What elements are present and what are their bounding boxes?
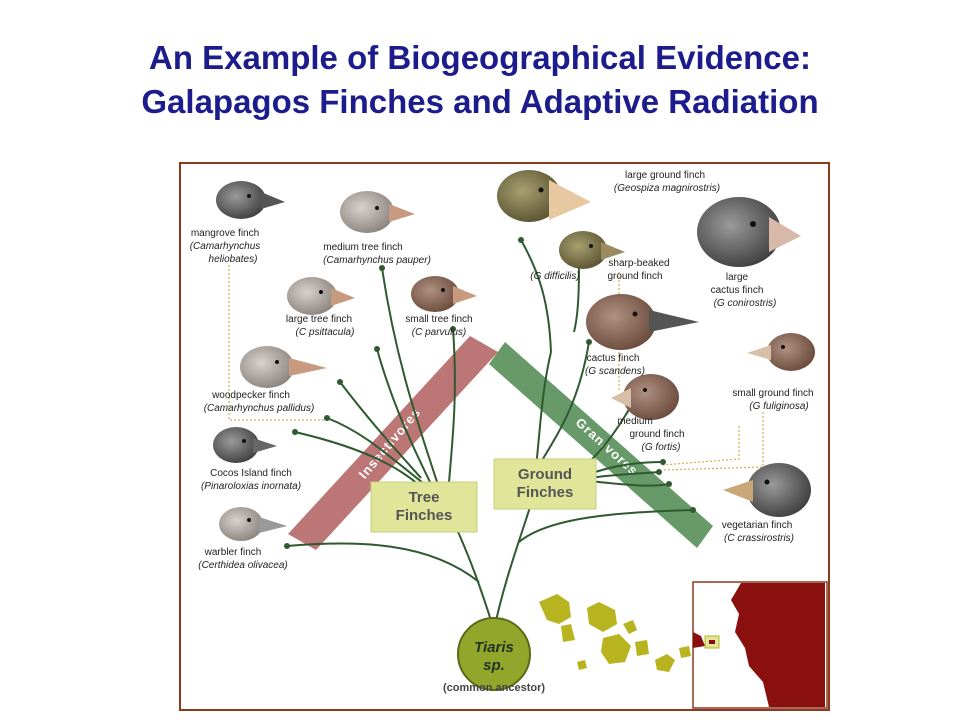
svg-text:cactus finch: cactus finch <box>711 285 764 296</box>
label-large-ground-finch: large ground finch (Geospiza magnirostri… <box>614 170 720 194</box>
mangrove-finch-icon <box>216 181 285 219</box>
svg-text:ground finch: ground finch <box>629 429 684 440</box>
svg-text:(Pinaroloxias inornata): (Pinaroloxias inornata) <box>201 481 301 492</box>
cactus-finch-icon <box>586 294 699 350</box>
svg-text:small tree finch: small tree finch <box>405 314 472 325</box>
label-small-tree-finch: small tree finch (C parvulus) <box>405 314 472 338</box>
ground-finches-label-2: Finches <box>517 484 574 501</box>
svg-text:cactus finch: cactus finch <box>587 353 640 364</box>
svg-text:medium tree finch: medium tree finch <box>323 242 402 253</box>
large-tree-finch-icon <box>287 277 355 315</box>
ground-finches-label-1: Ground <box>518 466 572 483</box>
large-cactus-finch-icon <box>697 197 801 267</box>
svg-text:(G conirostris): (G conirostris) <box>714 298 777 309</box>
svg-text:medium: medium <box>617 416 653 427</box>
label-medium-tree-finch: medium tree finch (Camarhynchus pauper) <box>323 242 431 266</box>
svg-text:(G difficilis): (G difficilis) <box>530 271 579 282</box>
svg-text:sharp-beaked: sharp-beaked <box>608 258 669 269</box>
slide-title: An Example of Biogeographical Evidence: … <box>0 36 960 124</box>
woodpecker-finch-icon <box>240 346 327 388</box>
svg-text:ground finch: ground finch <box>607 271 662 282</box>
finch-heads <box>213 170 815 541</box>
label-medium-ground-finch: medium ground finch (G fortis) <box>617 416 684 453</box>
cocos-island-finch-icon <box>213 427 277 463</box>
warbler-finch-icon <box>219 507 287 541</box>
svg-text:Cocos Island finch: Cocos Island finch <box>210 468 292 479</box>
sharp-beaked-ground-finch-icon <box>559 231 625 269</box>
svg-text:(Camarhynchus pallidus): (Camarhynchus pallidus) <box>204 403 315 414</box>
ancestor-name-1: Tiaris <box>474 639 514 656</box>
svg-text:woodpecker finch: woodpecker finch <box>211 390 290 401</box>
tree-finches-box: Tree Finches <box>370 481 478 533</box>
svg-text:warbler finch: warbler finch <box>204 547 262 558</box>
svg-text:(C parvulus): (C parvulus) <box>412 327 466 338</box>
svg-text:vegetarian finch: vegetarian finch <box>722 520 793 531</box>
small-ground-finch-icon <box>747 333 815 371</box>
galapagos-islands-icon <box>539 594 691 672</box>
common-ancestor-node: Tiaris sp. (common ancestor) <box>443 617 545 694</box>
ground-finches-box: Ground Finches <box>493 458 597 510</box>
label-vegetarian-finch: vegetarian finch (C crassirostris) <box>722 520 794 544</box>
svg-text:(C psittacula): (C psittacula) <box>296 327 355 338</box>
label-cactus-finch: cactus finch (G scandens) <box>585 353 645 377</box>
finch-tree-svg: Insectivores Granivores <box>179 162 830 711</box>
svg-text:(G fuliginosa): (G fuliginosa) <box>749 401 808 412</box>
label-sharp-beaked-ground-finch: sharp-beaked ground finch (G difficilis) <box>530 258 669 282</box>
label-large-tree-finch: large tree finch (C psittacula) <box>286 314 355 338</box>
label-large-cactus-finch: large cactus finch (G conirostris) <box>711 272 777 309</box>
svg-text:(Camarhynchus pauper): (Camarhynchus pauper) <box>323 255 431 266</box>
vegetarian-finch-icon <box>723 463 811 517</box>
label-warbler-finch: warbler finch (Certhidea olivacea) <box>198 547 288 571</box>
svg-text:large: large <box>726 272 749 283</box>
finch-diagram: Insectivores Granivores <box>179 162 831 717</box>
svg-text:heliobates): heliobates) <box>209 254 258 265</box>
title-line-2: Galapagos Finches and Adaptive Radiation <box>141 83 819 120</box>
ancestor-caption: (common ancestor) <box>443 682 545 694</box>
dotted-connectors <box>228 265 764 471</box>
ancestor-name-2: sp. <box>483 657 505 674</box>
svg-text:large ground finch: large ground finch <box>625 170 705 181</box>
finch-labels: mangrove finch (Camarhynchus heliobates)… <box>190 170 814 571</box>
medium-tree-finch-icon <box>340 191 415 233</box>
label-small-ground-finch: small ground finch (G fuliginosa) <box>732 388 813 412</box>
tree-finches-label-2: Finches <box>396 507 453 524</box>
svg-text:large tree finch: large tree finch <box>286 314 352 325</box>
svg-text:(G scandens): (G scandens) <box>585 366 645 377</box>
svg-text:(C crassirostris): (C crassirostris) <box>724 533 794 544</box>
svg-text:(Geospiza magnirostris): (Geospiza magnirostris) <box>614 183 720 194</box>
svg-text:(G fortis): (G fortis) <box>642 442 681 453</box>
large-ground-finch-icon <box>497 170 591 222</box>
title-line-1: An Example of Biogeographical Evidence: <box>149 39 811 76</box>
svg-text:mangrove finch: mangrove finch <box>191 228 259 239</box>
svg-text:small ground finch: small ground finch <box>732 388 813 399</box>
south-america-map-icon <box>692 581 828 709</box>
medium-ground-finch-icon <box>611 374 679 420</box>
label-woodpecker-finch: woodpecker finch (Camarhynchus pallidus) <box>204 390 315 414</box>
label-mangrove-finch: mangrove finch (Camarhynchus heliobates) <box>190 228 261 265</box>
tree-finches-label-1: Tree <box>409 489 440 506</box>
svg-text:(Certhidea olivacea): (Certhidea olivacea) <box>198 560 288 571</box>
label-cocos-island-finch: Cocos Island finch (Pinaroloxias inornat… <box>201 468 301 492</box>
small-tree-finch-icon <box>411 276 477 312</box>
svg-text:(Camarhynchus: (Camarhynchus <box>190 241 261 252</box>
